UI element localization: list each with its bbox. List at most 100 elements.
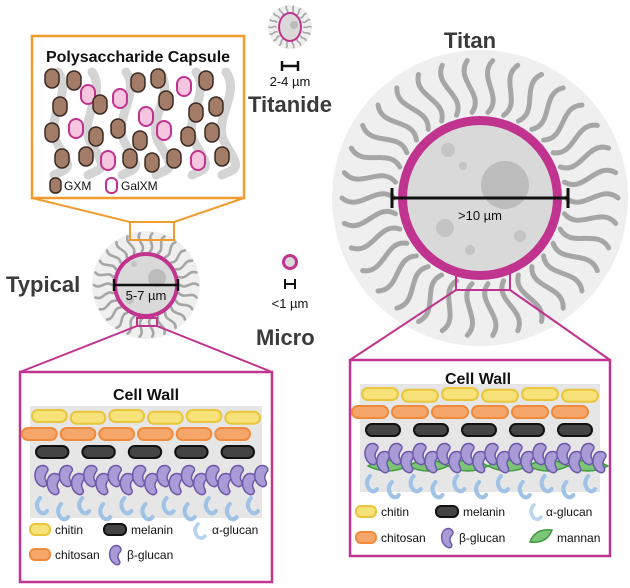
capsule-fibril [499, 278, 522, 334]
capsule-fibril [302, 30, 311, 35]
titan-zoom-box [455, 271, 511, 291]
melanin-legend-icon [103, 523, 127, 536]
gxm-oval [180, 126, 196, 147]
titanide-size-label: 2-4 µm [270, 74, 311, 89]
titanide-cell: 2-4 µm Titanide [248, 5, 332, 117]
chitosan-legend-icon [355, 531, 377, 544]
titan-wall-layers [351, 384, 610, 500]
capsule-fibril [148, 232, 154, 253]
alpha-glucan-legend-label: α-glucan [212, 523, 258, 537]
melanin-unit [413, 423, 449, 437]
beta-glucan-unit [484, 442, 499, 466]
galxm-oval [190, 150, 206, 171]
melanin-unit [557, 423, 593, 437]
capsule-fibril [341, 209, 398, 229]
capsule-fibril [291, 5, 295, 15]
mannan-legend-label: mannan [557, 531, 600, 545]
titan-vesicle [436, 219, 454, 237]
capsule-fibril [515, 272, 545, 325]
beta-glucan-legend-icon [108, 544, 122, 566]
galxm-oval [176, 76, 192, 97]
gxm-oval [130, 72, 146, 93]
chitosan-legend-label: chitosan [55, 548, 100, 562]
titan-nucleus [481, 161, 529, 209]
capsule-fibril [147, 317, 155, 338]
capsule-fibril [105, 306, 122, 321]
chitosan-unit [59, 427, 97, 441]
titan-wall-panel: Cell Wall chitin melanin α-glucan chitos… [348, 358, 612, 558]
alpha-glucan-unit [452, 474, 467, 494]
capsule-fibril [115, 311, 128, 330]
beta-glucan-unit [58, 464, 74, 488]
alpha-glucan-unit [583, 474, 598, 494]
titan-title: Titan [444, 28, 496, 53]
melanin-unit [365, 423, 401, 437]
capsule-fibril [562, 167, 619, 187]
gxm-oval [208, 96, 224, 117]
capsule-fibril [156, 235, 166, 255]
capsule-fibril [105, 249, 122, 264]
gxm-oval [78, 146, 94, 167]
beta-glucan-unit [131, 464, 147, 488]
chitin-unit [147, 410, 184, 425]
chitin-unit [521, 387, 559, 401]
alpha-glucan-unit [408, 474, 423, 494]
capsule-fibril [299, 35, 307, 42]
alpha-glucan-unit [224, 502, 239, 522]
chitosan-unit [137, 427, 174, 441]
beta-glucan-unit [364, 442, 379, 466]
gxm-oval [122, 148, 138, 169]
capsule-fibril [285, 39, 289, 49]
beta-glucan-unit [592, 450, 607, 474]
beta-glucan-unit [107, 464, 123, 488]
alpha-glucan-unit [161, 496, 176, 516]
chitin-unit [69, 410, 107, 425]
chitin-unit [224, 410, 261, 425]
chitin-unit [31, 409, 68, 423]
capsule-fibril [164, 311, 177, 330]
micro-title: Micro [256, 325, 315, 350]
capsule-fibril [177, 270, 198, 279]
chitin-unit [441, 387, 479, 401]
capsule-fibril [464, 281, 476, 338]
alpha-glucan-legend-icon [529, 503, 543, 522]
beta-glucan-unit [205, 464, 220, 488]
gxm-oval [188, 102, 204, 123]
titanide-title: Titanide [248, 92, 332, 117]
beta-glucan-unit [253, 464, 269, 488]
capsule-fibril [348, 145, 403, 170]
capsule-fibril [115, 240, 128, 259]
typical-size-label: 5-7 µm [126, 288, 167, 303]
capsule-fibril [125, 235, 136, 255]
capsule-fibril [273, 12, 281, 19]
galxm-oval [138, 106, 154, 127]
alpha-glucan-unit [98, 502, 113, 522]
gxm-oval [44, 68, 60, 89]
capsule-polysaccharides [44, 68, 230, 173]
gxm-oval [166, 148, 182, 169]
typical-capsule-zoom-box [129, 221, 175, 241]
cell-wall-matrix [30, 406, 262, 518]
melanin-unit [174, 445, 209, 459]
capsule-fibril [92, 282, 114, 288]
typical-capsule-fibrils [92, 232, 200, 338]
capsule-fibril [348, 225, 403, 252]
chitosan-unit [471, 405, 509, 419]
capsule-fibril [439, 278, 459, 334]
beta-glucan-unit [436, 442, 451, 466]
capsule-fibril [299, 12, 307, 19]
gxm-oval [144, 152, 160, 173]
capsule-fibril [484, 58, 496, 115]
mannan-legend-icon [528, 529, 554, 543]
galxm-oval [112, 88, 128, 109]
gxm-oval [88, 126, 104, 147]
capsule-fibril [415, 71, 445, 124]
chitosan-unit [551, 405, 589, 419]
capsule-fibril [177, 291, 198, 299]
titan-wall-title: Cell Wall [445, 371, 511, 388]
capsule-fibril [94, 291, 115, 300]
capsule-fibril [360, 122, 410, 156]
capsule-fibril [269, 19, 278, 24]
gxm-oval [54, 148, 70, 169]
